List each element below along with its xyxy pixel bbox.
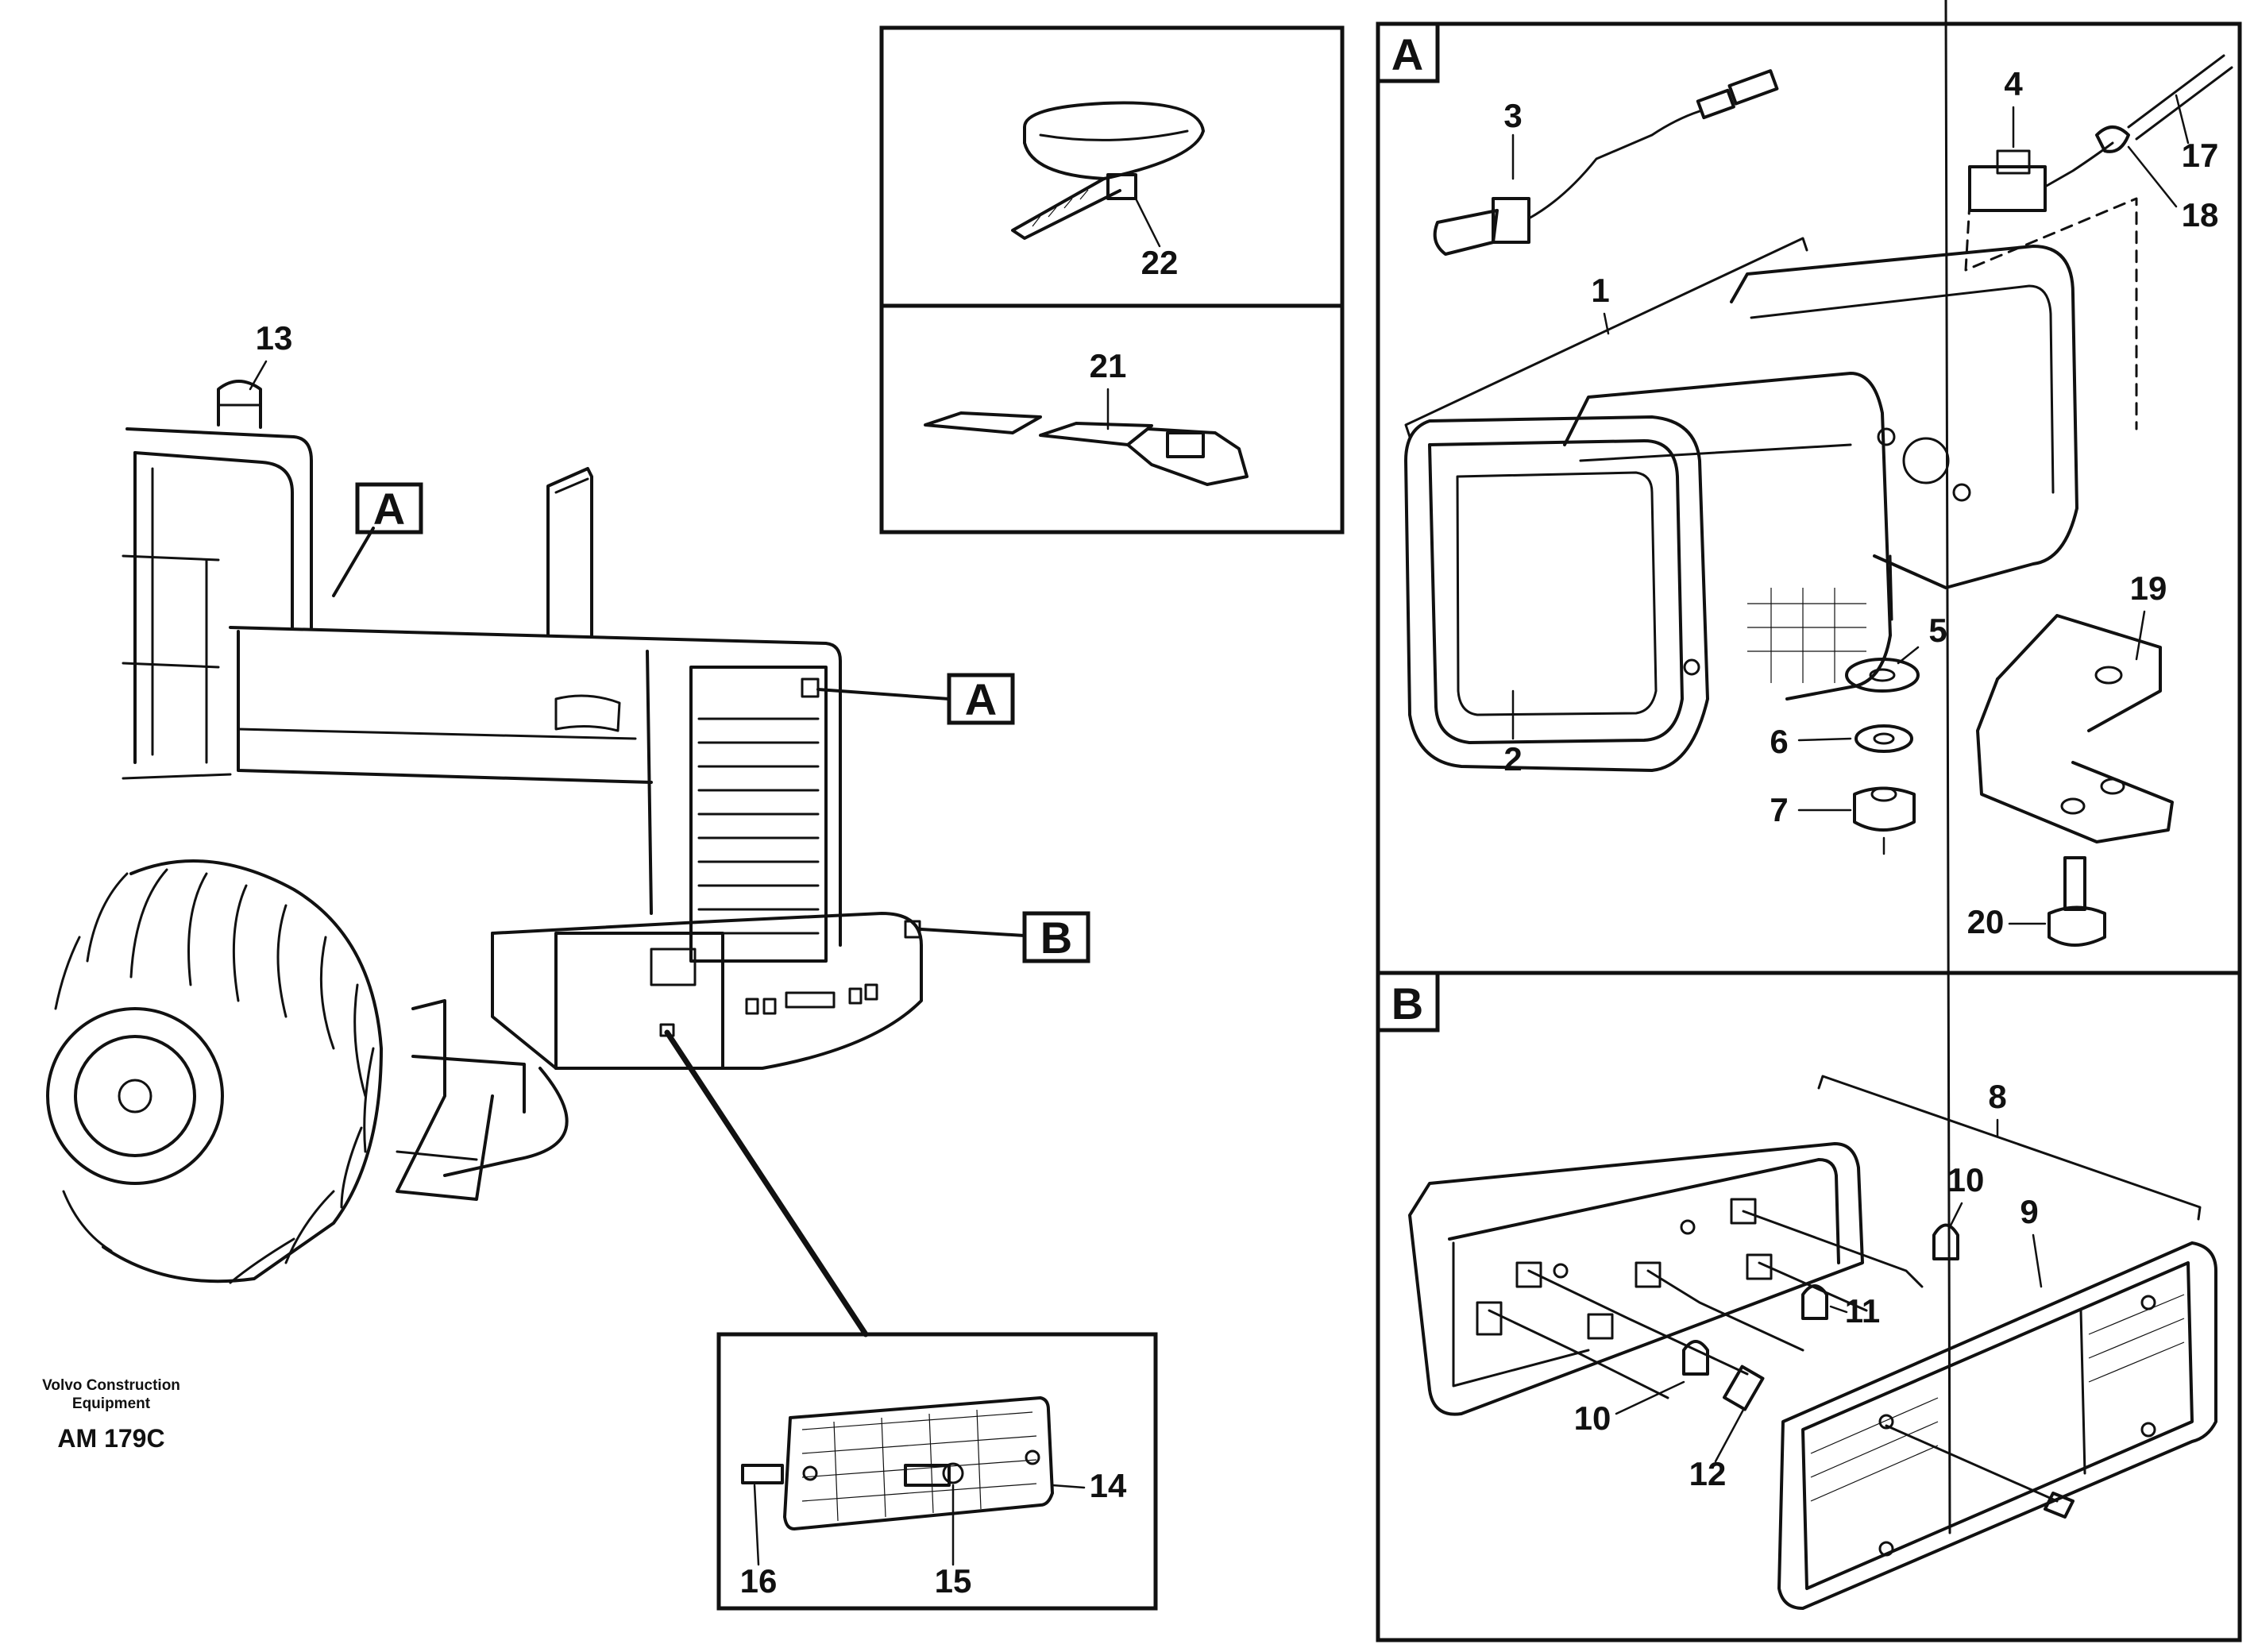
callout-a-roof-label: A — [373, 484, 405, 534]
panel-a-label: A — [1391, 29, 1423, 79]
callout-a-side-label: A — [965, 674, 997, 724]
part-number-15: 15 — [935, 1562, 972, 1600]
part-number-13: 13 — [256, 319, 293, 357]
callout-a-roof: A — [332, 482, 423, 597]
caption-line-1: Volvo Construction — [42, 1377, 180, 1394]
part-number-7: 7 — [1770, 791, 1788, 828]
bulbs — [1682, 1223, 1959, 1376]
part-number-9: 9 — [2020, 1193, 2038, 1230]
part-number-16: 16 — [740, 1562, 778, 1600]
part-number-3: 3 — [1503, 97, 1522, 134]
grille-slats — [697, 717, 820, 935]
part-number-6: 6 — [1770, 723, 1788, 760]
leader-to-reflector-inset — [664, 1029, 869, 1337]
part-number-22: 22 — [1141, 244, 1179, 281]
inset-reflector: 16 15 14 — [716, 1332, 1158, 1611]
part-number-1: 1 — [1591, 272, 1609, 309]
caption-code: AM 179C — [57, 1424, 164, 1453]
part-number-19: 19 — [2130, 569, 2167, 607]
part-number-20: 20 — [1967, 903, 2005, 940]
part-number-8: 8 — [1988, 1078, 2006, 1115]
panel-a-work-light: A 3 4 17 18 1 — [1376, 21, 2242, 975]
rear-bumper-slots — [745, 983, 878, 1015]
inset-cable-tie: 22 — [879, 25, 1345, 308]
part-number-18: 18 — [2182, 196, 2219, 234]
part-number-10-bottom: 10 — [1574, 1399, 1611, 1437]
part-number-2: 2 — [1503, 740, 1522, 778]
part-number-21: 21 — [1090, 347, 1127, 384]
part-number-14: 14 — [1090, 1467, 1127, 1504]
caption-line-2: Equipment — [72, 1395, 151, 1412]
callout-b-side-label: B — [1040, 913, 1072, 963]
wheel-loader-illustration — [46, 380, 923, 1284]
publisher-caption: Volvo Construction Equipment AM 179C — [42, 1377, 180, 1453]
callout-b-side: B — [920, 911, 1090, 963]
inset-strap: 21 — [879, 303, 1345, 535]
part-number-5: 5 — [1928, 612, 1947, 649]
tire-tread — [54, 868, 375, 1284]
panel-b-label: B — [1391, 978, 1423, 1029]
part-number-11: 11 — [1845, 1292, 1880, 1330]
part-number-12: 12 — [1689, 1455, 1727, 1492]
callout-a-side: A — [816, 673, 1015, 725]
panel-b-tail-light: B 8 10 11 — [1376, 0, 2242, 1642]
part-number-10-top: 10 — [1947, 1161, 1985, 1198]
part-number-4: 4 — [2004, 65, 2023, 102]
